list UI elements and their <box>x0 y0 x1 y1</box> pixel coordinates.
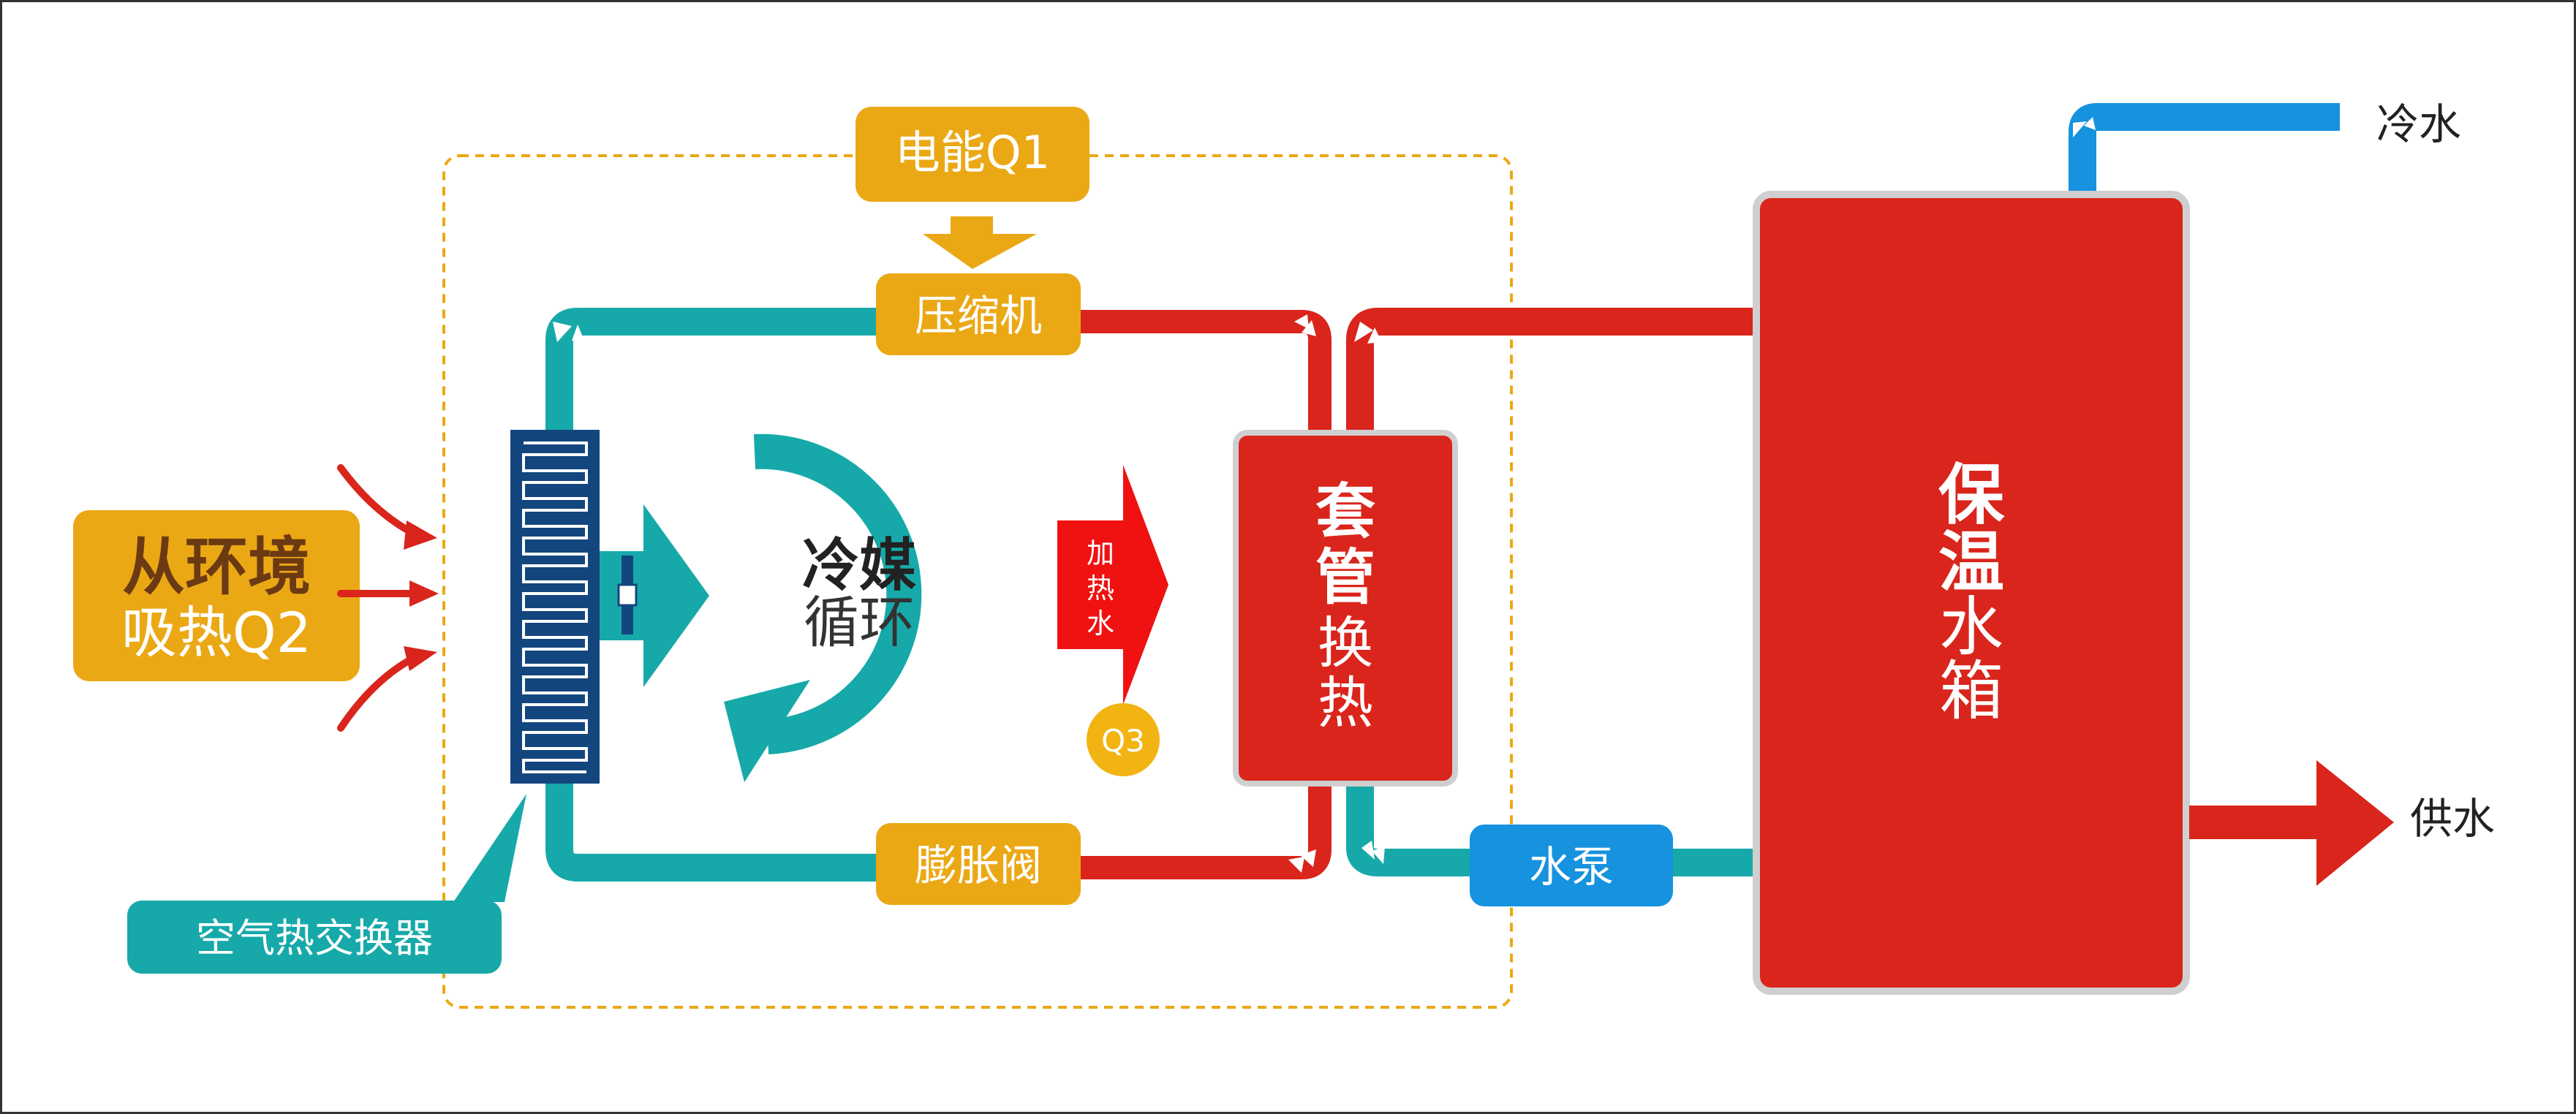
tank-char-2: 温 <box>1938 524 2004 601</box>
refrigerant-cycle-arrow <box>724 433 922 782</box>
tube-exchanger-char-3: 换 <box>1318 610 1373 675</box>
energy-input-arrow <box>923 216 1037 269</box>
air-exchanger-callout <box>127 794 526 974</box>
air-heat-exchanger-coil <box>510 430 600 784</box>
flow-direction-icon <box>553 314 1385 873</box>
heating-water-char-1: 加 <box>1087 537 1114 569</box>
expansion-valve-box <box>876 823 1081 905</box>
environment-heat-line1: 从环境 <box>122 531 311 604</box>
cold-water-pipe <box>2069 103 2340 194</box>
incoming-heat-arrow-icon <box>337 464 418 732</box>
flow-direction-icon <box>2073 117 2096 137</box>
q3-label: Q3 <box>1101 723 1145 759</box>
air-exchanger-label: 空气热交换器 <box>196 915 433 961</box>
insulated-water-tank <box>1753 191 2190 995</box>
tank-char-4: 箱 <box>1939 653 2003 729</box>
supply-water-label: 供水 <box>2410 794 2495 844</box>
tube-exchanger-char-2: 管 <box>1315 543 1375 613</box>
environment-heat-box <box>73 510 360 681</box>
compressor-box <box>876 273 1081 355</box>
tank-char-1: 保 <box>1938 457 2005 534</box>
tank-char-3: 水 <box>1939 589 2003 664</box>
expansion-valve-label: 膨胀阀 <box>915 841 1042 890</box>
heating-water-arrow <box>1057 465 1168 705</box>
water-pump-box <box>1470 825 1673 906</box>
tube-heat-exchanger <box>1233 430 1458 787</box>
q3-badge <box>1087 703 1160 776</box>
cold-water-label: 冷水 <box>2376 99 2461 149</box>
refrigerant-line2: 循环 <box>804 590 915 655</box>
compressor-label: 压缩机 <box>915 291 1042 341</box>
tube-exchanger-char-4: 热 <box>1318 670 1373 735</box>
tube-exchanger-char-1: 套 <box>1315 477 1375 547</box>
electric-energy-label: 电能Q1 <box>895 126 1050 179</box>
refrigerant-line1: 冷媒 <box>802 533 917 599</box>
electric-energy-box <box>855 107 1089 202</box>
environment-heat-line2: 吸热Q2 <box>121 600 311 665</box>
refrigerant-heat-arrow <box>600 504 709 687</box>
supply-water-arrow <box>2189 760 2394 886</box>
heating-water-char-3: 水 <box>1087 607 1114 640</box>
fan-icon <box>617 556 638 634</box>
incoming-heat-arrow-heads <box>404 520 439 671</box>
heating-water-char-2: 热 <box>1087 572 1114 605</box>
water-pump-label: 水泵 <box>1529 842 1614 892</box>
